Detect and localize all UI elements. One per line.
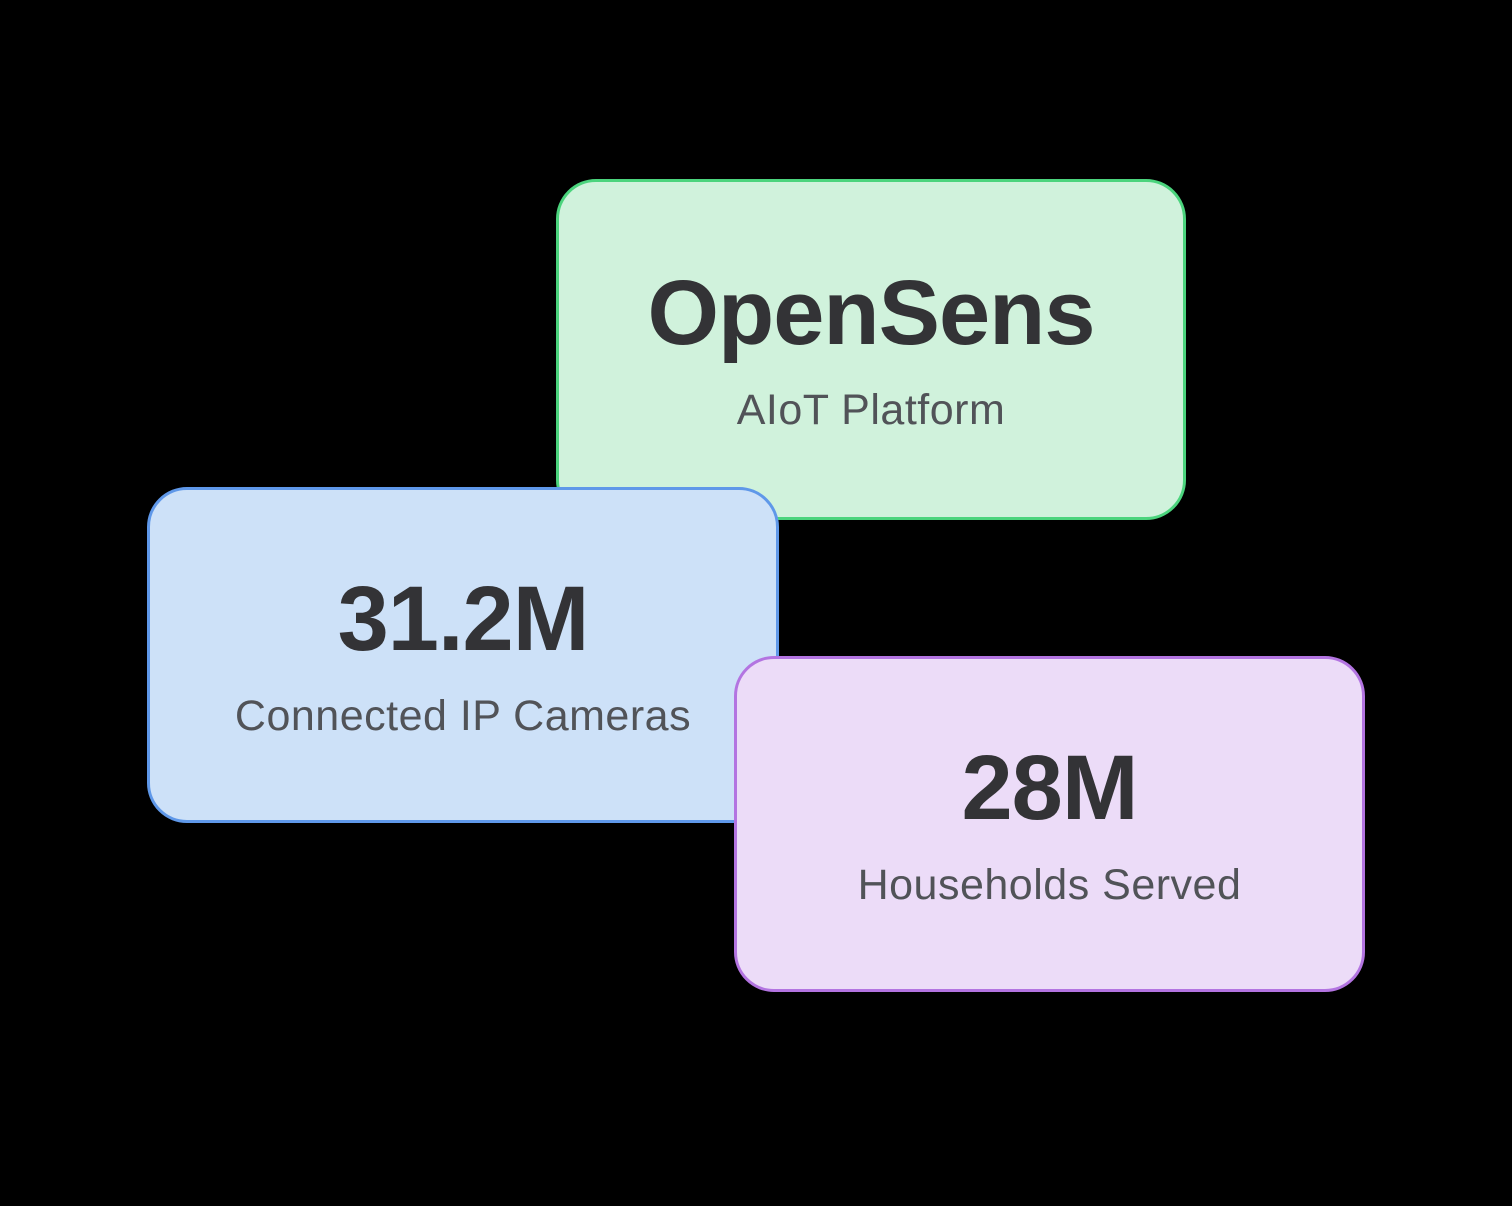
stat-card-households-served: 28M Households Served — [734, 656, 1365, 992]
cameras-label: Connected IP Cameras — [234, 691, 692, 740]
cameras-value: 31.2M — [337, 567, 590, 670]
platform-title: OpenSens — [647, 262, 1095, 364]
stat-card-connected-cameras: 31.2M Connected IP Cameras — [147, 487, 779, 823]
households-value: 28M — [961, 736, 1139, 839]
households-label: Households Served — [857, 860, 1242, 909]
stat-card-platform: OpenSens AIoT Platform — [556, 179, 1186, 520]
platform-subtitle: AIoT Platform — [736, 386, 1006, 434]
